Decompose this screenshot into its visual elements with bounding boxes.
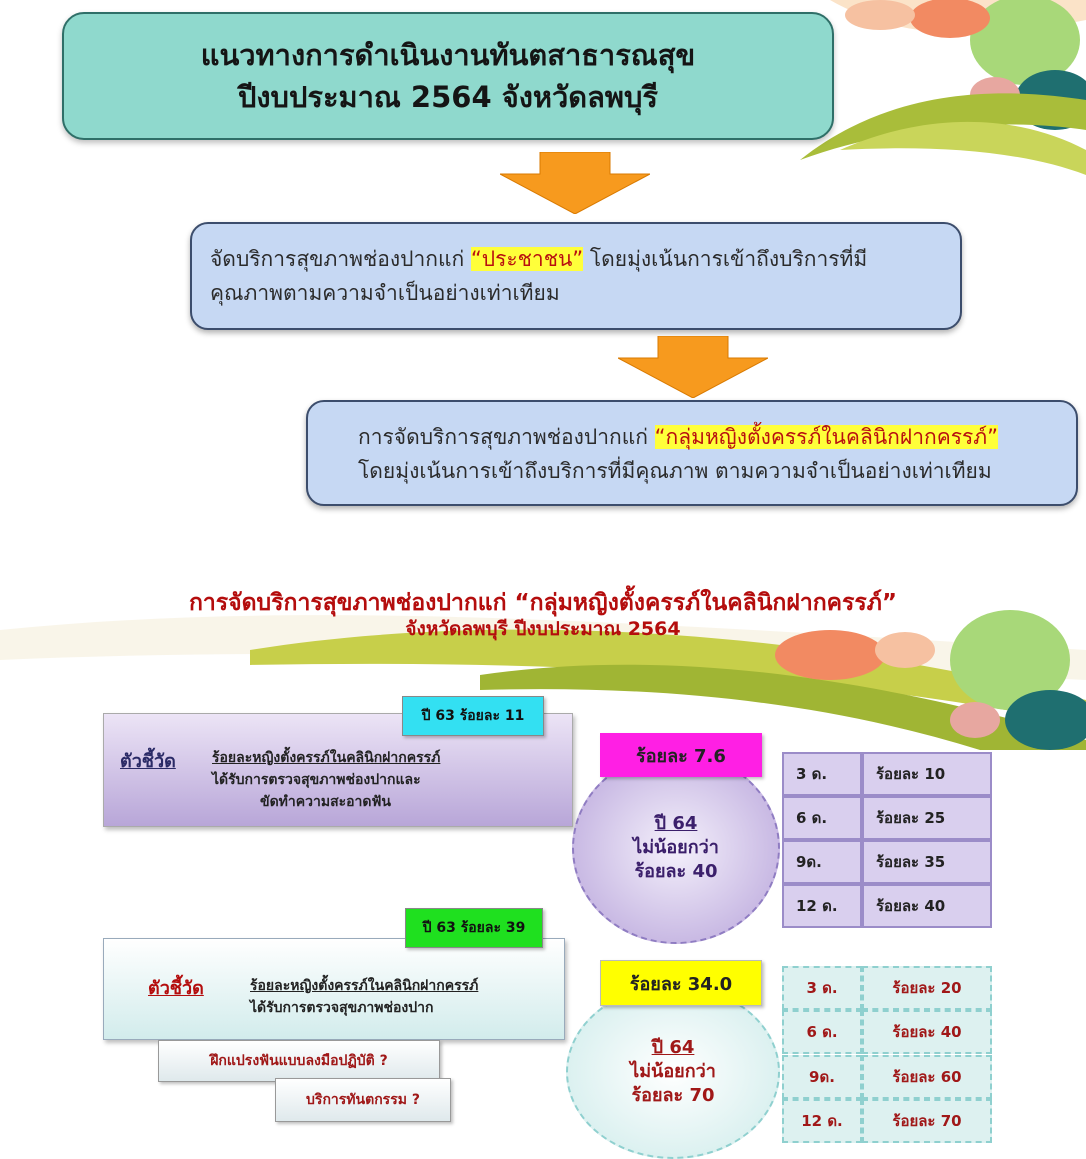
leaf-decoration-bottom — [0, 610, 1086, 750]
box1-highlight: “ประชาชน” — [470, 247, 584, 271]
indicator-2-period-9m: 9ด. — [782, 1055, 862, 1099]
indicator-1-circle-line2: ไม่น้อยกว่า — [633, 837, 719, 858]
indicator-2-current-badge: ร้อยละ 34.0 — [600, 960, 762, 1006]
leaf-decoration-top — [800, 0, 1086, 175]
indicator-1-text-line3: ขัดทำความสะอาดฟัน — [260, 794, 391, 810]
indicator-1-period-9m: 9ด. — [782, 840, 862, 884]
indicator-2-text-line1: ร้อยละหญิงตั้งครรภ์ในคลินิกฝากครรภ์ — [250, 978, 479, 994]
indicator-1-text-line2: ได้รับการตรวจสุขภาพช่องปากและ — [212, 772, 421, 788]
indicator-2-box: ตัวชี้วัด ร้อยละหญิงตั้งครรภ์ในคลินิกฝาก… — [103, 938, 565, 1040]
slide2-title: การจัดบริการสุขภาพช่องปากแก่ “กลุ่มหญิงต… — [0, 590, 1086, 642]
indicator-2-value-12m: ร้อยละ 70 — [862, 1099, 992, 1143]
indicator-1-value-9m: ร้อยละ 35 — [862, 840, 992, 884]
slide2-title-line-2: จังหวัดลพบุรี ปีงบประมาณ 2564 — [405, 618, 681, 640]
down-arrow-1 — [500, 152, 650, 214]
indicator-1-text-line1: ร้อยละหญิงตั้งครรภ์ในคลินิกฝากครรภ์ — [212, 750, 441, 766]
indicator-1-current-badge: ร้อยละ 7.6 — [600, 733, 762, 777]
question-dental-service: บริการทันตกรรม ? — [275, 1078, 451, 1122]
box2-highlight: “กลุ่มหญิงตั้งครรภ์ในคลินิกฝากครรภ์” — [654, 425, 999, 449]
service-goal-box-people: จัดบริการสุขภาพช่องปากแก่ “ประชาชน” โดยม… — [190, 222, 962, 330]
indicator-1-circle-line3: ร้อยละ 40 — [634, 861, 718, 882]
indicator-2-value-9m: ร้อยละ 60 — [862, 1055, 992, 1099]
indicator-1-value-12m: ร้อยละ 40 — [862, 884, 992, 928]
box1-text-line2: คุณภาพตามความจำเป็นอย่างเท่าเทียม — [210, 281, 560, 305]
indicator-2-value-3m: ร้อยละ 20 — [862, 966, 992, 1010]
indicator-1-value-6m: ร้อยละ 25 — [862, 796, 992, 840]
indicator-2-value-6m: ร้อยละ 40 — [862, 1010, 992, 1054]
indicator-2-circle-line2: ไม่น้อยกว่า — [630, 1061, 716, 1082]
indicator-2-period-12m: 12 ด. — [782, 1099, 862, 1143]
indicator-1-value-3m: ร้อยละ 10 — [862, 752, 992, 796]
indicator-1-label: ตัวชี้วัด — [120, 751, 176, 772]
indicator-2-text: ร้อยละหญิงตั้งครรภ์ในคลินิกฝากครรภ์ ได้ร… — [250, 975, 550, 1019]
indicator-1-text: ร้อยละหญิงตั้งครรภ์ในคลินิกฝากครรภ์ ได้ร… — [212, 747, 532, 813]
service-goal-box-pregnant: การจัดบริการสุขภาพช่องปากแก่ “กลุ่มหญิงต… — [306, 400, 1078, 506]
title-box: แนวทางการดำเนินงานทันตสาธารณสุข ปีงบประม… — [62, 12, 834, 140]
slide2-title-line-1: การจัดบริการสุขภาพช่องปากแก่ “กลุ่มหญิงต… — [188, 590, 898, 616]
indicator-2-prev-year-tag: ปี 63 ร้อยละ 39 — [405, 908, 543, 948]
indicator-2-label: ตัวชี้วัด — [148, 978, 204, 999]
title-line-1: แนวทางการดำเนินงานทันตสาธารณสุข — [200, 38, 696, 72]
indicator-1-prev-year-tag: ปี 63 ร้อยละ 11 — [402, 696, 544, 736]
box1-text-post: โดยมุ่งเน้นการเข้าถึงบริการที่มี — [583, 247, 868, 271]
indicator-2-period-3m: 3 ด. — [782, 966, 862, 1010]
box2-text-pre: การจัดบริการสุขภาพช่องปากแก่ — [358, 425, 655, 449]
box2-text-line2: โดยมุ่งเน้นการเข้าถึงบริการที่มีคุณภาพ ต… — [358, 459, 992, 483]
indicator-2-circle-year: ปี 64 — [651, 1037, 695, 1058]
question-brushing-practice: ฝึกแปรงฟันแบบลงมือปฏิบัติ ? — [158, 1040, 440, 1082]
indicator-2-period-6m: 6 ด. — [782, 1010, 862, 1054]
down-arrow-2 — [618, 336, 768, 398]
indicator-1-circle-year: ปี 64 — [654, 813, 698, 834]
indicator-1-period-12m: 12 ด. — [782, 884, 862, 928]
title-line-2: ปีงบประมาณ 2564 จังหวัดลพบุรี — [237, 80, 658, 114]
indicator-2-text-line2: ได้รับการตรวจสุขภาพช่องปาก — [250, 1000, 434, 1016]
indicator-1-period-6m: 6 ด. — [782, 796, 862, 840]
indicator-1-target-circle: ปี 64 ไม่น้อยกว่า ร้อยละ 40 — [572, 752, 780, 944]
indicator-2-circle-line3: ร้อยละ 70 — [631, 1085, 715, 1106]
indicator-2-target-circle: ปี 64 ไม่น้อยกว่า ร้อยละ 70 — [566, 985, 780, 1159]
box1-text-pre: จัดบริการสุขภาพช่องปากแก่ — [210, 247, 471, 271]
indicator-1-period-3m: 3 ด. — [782, 752, 862, 796]
